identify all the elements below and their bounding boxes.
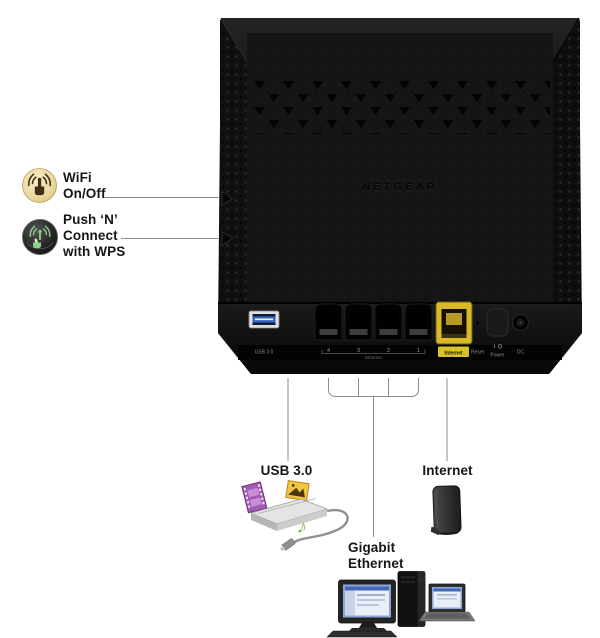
brand-logo-emboss: NETGEAR bbox=[362, 182, 438, 194]
power-label: Power bbox=[490, 353, 505, 359]
wifi-label-line2: On/Off bbox=[63, 185, 106, 201]
internet-port-label: Internet bbox=[444, 350, 463, 356]
ethernet-port-2 bbox=[374, 303, 403, 341]
wifi-label-line1: WiFi bbox=[63, 170, 92, 185]
svg-text:4: 4 bbox=[327, 348, 330, 354]
svg-text:2: 2 bbox=[387, 348, 390, 354]
wifi-press-icon bbox=[22, 168, 57, 203]
reset-pinhole bbox=[474, 320, 481, 326]
laptop bbox=[418, 583, 476, 622]
desktop-tower bbox=[397, 571, 426, 627]
ethernet-group-label: Ethernet bbox=[365, 355, 382, 360]
wifi-callout-label: WiFi On/Off bbox=[63, 170, 106, 202]
gigabit-label-line2: Ethernet bbox=[348, 555, 404, 571]
modem-illustration bbox=[430, 485, 462, 536]
reset-label: Reset bbox=[471, 350, 485, 356]
external-drive bbox=[249, 498, 329, 531]
ethernet-port-1 bbox=[404, 303, 433, 341]
internet-port-badge bbox=[438, 346, 469, 357]
photo-icon bbox=[285, 479, 310, 502]
usb-connector bbox=[279, 538, 296, 552]
power-button bbox=[486, 308, 509, 337]
music-note-icon: ♪ bbox=[295, 515, 309, 539]
ethernet-ports bbox=[314, 303, 433, 341]
svg-text:3: 3 bbox=[357, 348, 360, 354]
gigabit-label-line1: Gigabit bbox=[348, 540, 396, 555]
usb-drive-illustration: ♪ bbox=[241, 479, 349, 552]
usb-callout-label: USB 3.0 bbox=[260, 463, 313, 478]
keyboard bbox=[326, 630, 398, 638]
dc-power-jack bbox=[512, 314, 529, 331]
filmstrip-icon bbox=[241, 481, 268, 514]
usb-port-label: USB 3.0 bbox=[255, 350, 274, 356]
computers-illustration bbox=[326, 571, 476, 638]
wps-side-button bbox=[221, 230, 234, 247]
ethernet-port-numbers: 4 3 2 1 bbox=[327, 348, 420, 354]
wifi-onoff-side-button bbox=[221, 190, 234, 207]
internet-callout-label: Internet bbox=[422, 463, 473, 478]
vent-grid bbox=[252, 78, 550, 134]
dc-label: DC bbox=[517, 350, 525, 356]
wps-callout-label: Push ‘N’ Connect with WPS bbox=[63, 212, 125, 260]
ethernet-group-bracket bbox=[321, 349, 426, 354]
usb-cable bbox=[292, 508, 349, 545]
right-side-panel bbox=[553, 19, 580, 333]
wps-label-line2: Connect bbox=[63, 227, 118, 243]
internet-port bbox=[435, 301, 473, 345]
ethernet-port-4 bbox=[314, 303, 343, 341]
svg-text:1: 1 bbox=[417, 348, 420, 354]
label-strip bbox=[238, 345, 562, 360]
left-side-panel bbox=[220, 19, 247, 333]
desktop-monitor bbox=[338, 579, 396, 632]
gigabit-callout-label: Gigabit Ethernet bbox=[348, 540, 404, 572]
wps-label-line1: Push ‘N’ bbox=[63, 212, 118, 227]
usb-port bbox=[248, 310, 280, 329]
wps-label-line3: with WPS bbox=[63, 243, 126, 259]
callout-bracket-ethernet bbox=[328, 378, 419, 397]
power-switch-icon bbox=[494, 344, 503, 349]
brand-logo: NETGEAR bbox=[362, 181, 438, 193]
ethernet-port-3 bbox=[344, 303, 373, 341]
wps-press-icon bbox=[22, 219, 58, 255]
